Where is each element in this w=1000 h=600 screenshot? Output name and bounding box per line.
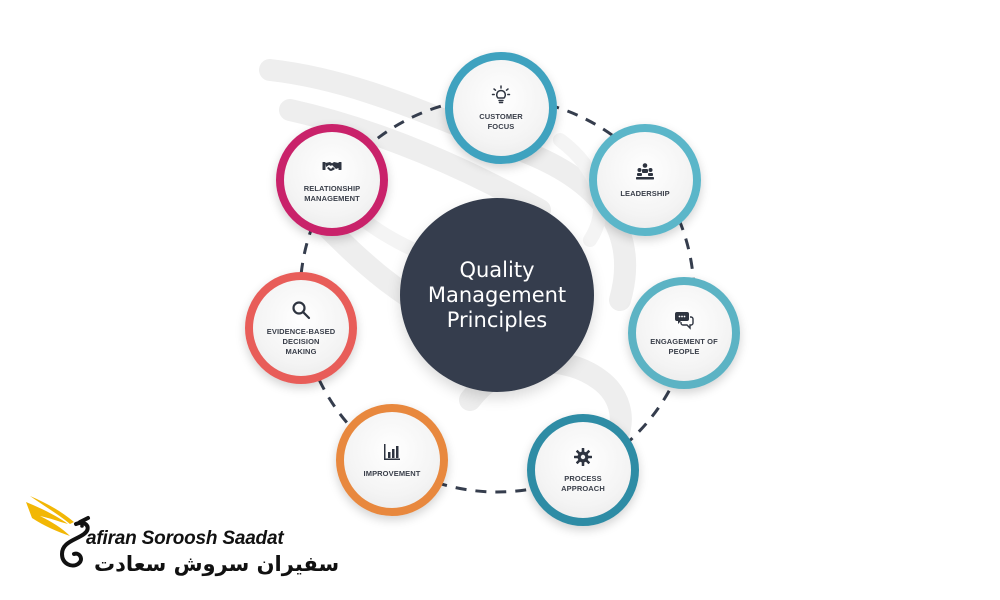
node-customer-focus: CUSTOMER FOCUS — [445, 52, 557, 164]
node-label: PROCESS APPROACH — [561, 473, 605, 493]
logo-text-persian: سفیران سروش سعادت — [94, 552, 340, 576]
center-circle: Quality Management Principles — [400, 198, 594, 392]
logo-text-english: afiran Soroosh Saadat — [86, 528, 284, 549]
lightbulb-icon — [491, 84, 511, 103]
node-improvement: IMPROVEMENT — [336, 404, 448, 516]
node-label: RELATIONSHIP MANAGEMENT — [303, 183, 361, 203]
phoenix-logo-icon — [26, 496, 90, 568]
gear-icon — [574, 447, 592, 466]
bar-chart-icon — [384, 443, 400, 460]
node-evidence-based-decision-making: EVIDENCE-BASED DECISION MAKING — [245, 272, 357, 384]
center-title: Quality Management Principles — [427, 257, 567, 332]
node-process-approach: PROCESS APPROACH — [527, 414, 639, 526]
chat-bubbles-icon — [675, 311, 694, 330]
node-label: ENGAGEMENT OF PEOPLE — [650, 336, 718, 356]
node-relationship-management: RELATIONSHIP MANAGEMENT — [276, 124, 388, 236]
company-logo: afiran Soroosh Saadat سفیران سروش سعادت — [22, 494, 339, 580]
handshake-icon — [322, 161, 342, 171]
leader-group-icon — [636, 162, 654, 179]
node-label: LEADERSHIP — [620, 188, 670, 198]
node-label: EVIDENCE-BASED DECISION MAKING — [266, 326, 336, 356]
node-label: CUSTOMER FOCUS — [479, 111, 523, 131]
node-leadership: LEADERSHIP — [589, 124, 701, 236]
node-label: IMPROVEMENT — [363, 468, 421, 478]
magnifier-icon — [292, 300, 311, 319]
node-engagement-of-people: ENGAGEMENT OF PEOPLE — [628, 277, 740, 389]
